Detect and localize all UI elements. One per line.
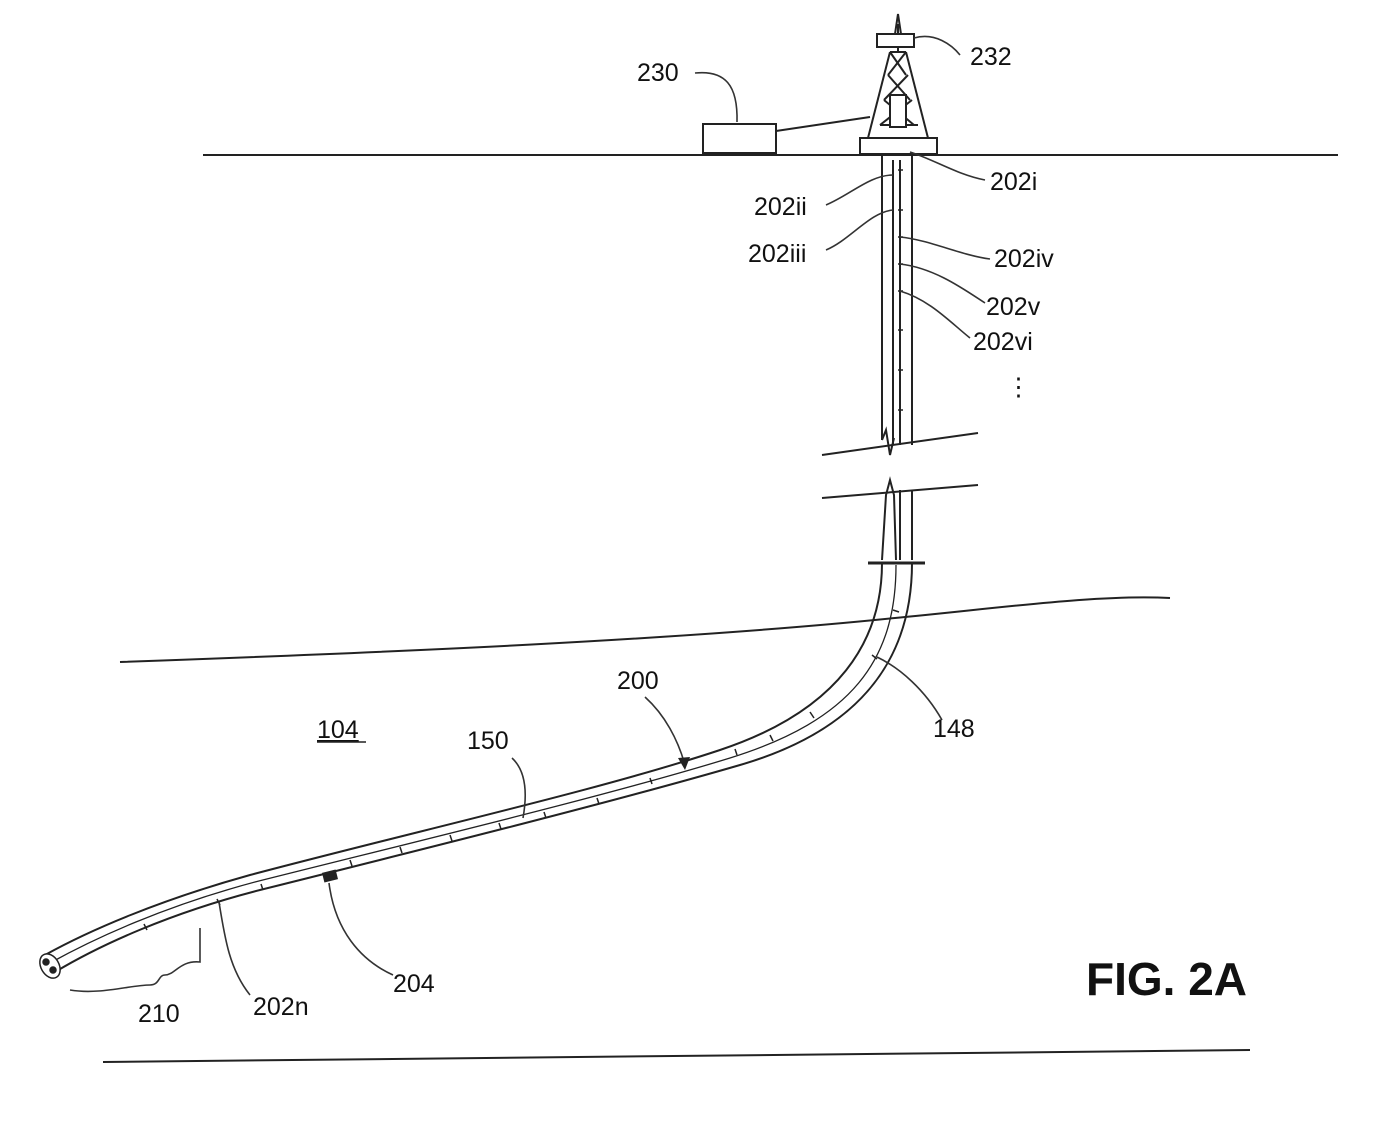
label-202ii: 202ii (754, 193, 807, 221)
label-202n: 202n (253, 993, 309, 1021)
top-drive-leader (914, 36, 960, 55)
downhole-tool-204 (322, 869, 338, 882)
formation-boundary-lower (103, 1050, 1250, 1062)
label-230: 230 (637, 59, 679, 87)
label-104: 104 (317, 716, 359, 744)
label-202iv: 202iv (994, 245, 1054, 273)
label-202i: 202i (990, 168, 1037, 196)
label-202iii: 202iii (748, 240, 806, 268)
curved-wellbore (45, 563, 912, 972)
control-unit-leader (695, 73, 737, 122)
top-drive-232 (877, 34, 914, 47)
control-cable (776, 117, 870, 131)
label-202vi: 202vi (973, 328, 1033, 356)
label-148: 148 (933, 715, 975, 743)
label-ellipsis: ⋮ (1006, 373, 1031, 401)
label-210: 210 (138, 1000, 180, 1028)
label-200: 200 (617, 667, 659, 695)
drill-bit (36, 950, 65, 982)
label-204: 204 (393, 970, 435, 998)
control-unit-box (703, 124, 776, 153)
formation-boundary-upper (120, 597, 1170, 662)
label-232: 232 (970, 43, 1012, 71)
label-202v: 202v (986, 293, 1041, 321)
figure-title: FIG. 2A (1086, 953, 1247, 1005)
telemetry-system-arrow (645, 697, 685, 765)
label-150: 150 (467, 727, 509, 755)
vertical-wellbore-upper (882, 155, 912, 455)
bracket-210 (70, 928, 200, 991)
leader-lines (219, 152, 990, 995)
